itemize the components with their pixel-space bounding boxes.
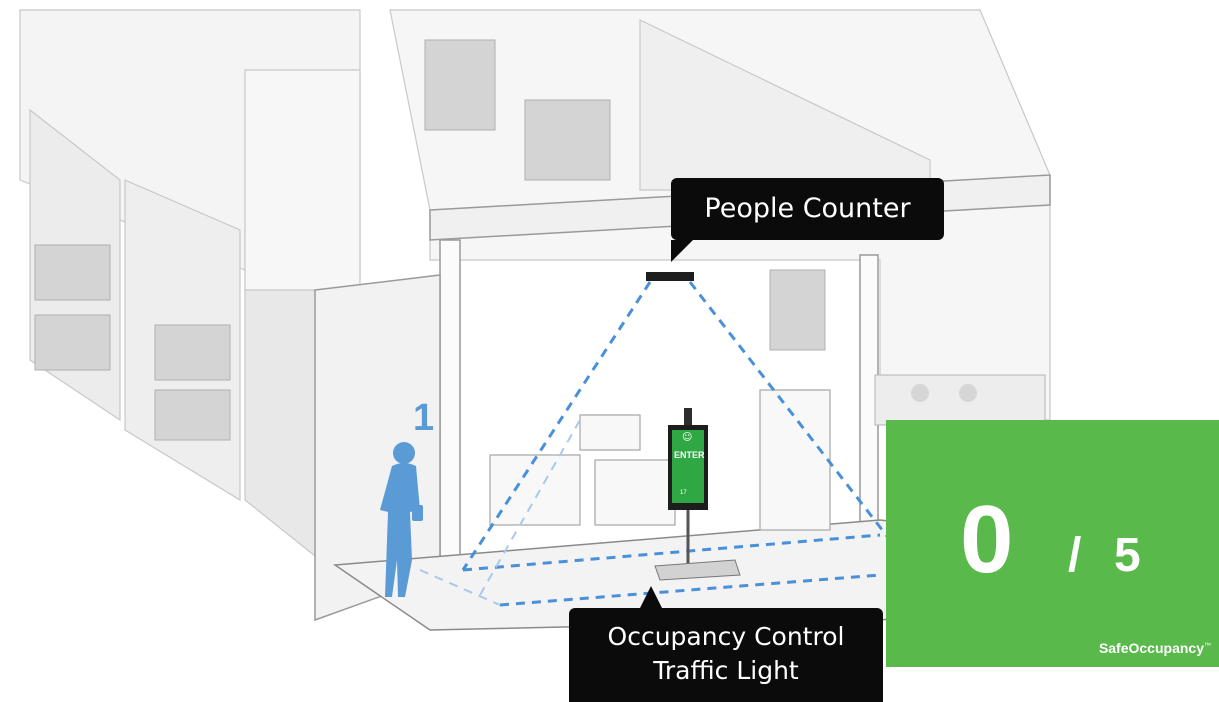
trademark-symbol: ™ [1204,642,1211,650]
smiley-icon: ☺ [682,432,693,443]
sensor-coverage-faint [419,419,581,606]
brand-logo: SafeOccupancy™ [1099,640,1211,656]
clothing-racks [34,39,826,441]
people-counter-sensor [646,272,694,281]
occupancy-kiosk [654,408,741,581]
person-count-number: 1 [413,397,435,439]
current-occupancy: 0 [960,486,1014,593]
occupancy-panel: 0 / 5 SafeOccupancy™ [886,420,1219,667]
person-silhouette [380,442,423,597]
kiosk-small-text: 17 [680,490,687,496]
people-counter-callout: People Counter [671,178,944,262]
traffic-light-label-line2: Traffic Light [653,656,799,685]
sensor-coverage-lines [461,281,892,607]
store-fixtures [489,389,831,531]
brand-name: SafeOccupancy [1098,640,1204,656]
side-room [874,374,1046,426]
traffic-light-callout: Occupancy Control Traffic Light [569,586,883,702]
people-counter-label: People Counter [704,193,911,224]
max-occupancy: 5 [1114,529,1141,582]
occupancy-separator: / [1068,529,1082,582]
kiosk-screen-text: ENTER [674,450,705,460]
traffic-light-label-line1: Occupancy Control [607,622,845,651]
